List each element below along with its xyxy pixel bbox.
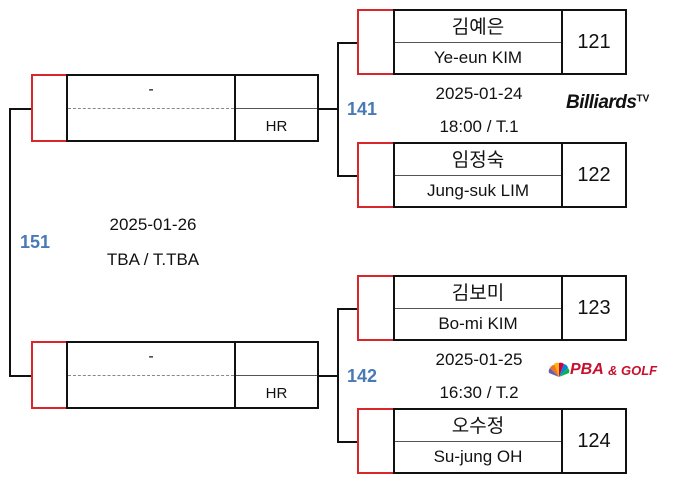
bracket-line <box>318 108 338 110</box>
billiards-tv-logo: BilliardsTV <box>566 92 666 120</box>
match-date-142: 2025-01-25 <box>435 350 523 369</box>
player-name-english: Jung-suk LIM <box>426 181 530 200</box>
player-seed-box <box>561 275 627 341</box>
bracket-line <box>9 375 33 377</box>
bracket-line <box>337 441 359 443</box>
semi-slot-marker <box>31 341 66 409</box>
divider <box>395 308 561 309</box>
semi-slot-marker <box>31 74 66 142</box>
bracket-line <box>337 175 359 177</box>
divider <box>395 441 561 442</box>
bracket-line <box>337 42 359 44</box>
match-date-141: 2025-01-24 <box>435 84 523 103</box>
bracket-line <box>9 108 11 377</box>
match-date-151: 2025-01-26 <box>109 215 197 234</box>
semi-top-name: - <box>148 81 154 98</box>
bracket-line <box>9 108 33 110</box>
divider <box>68 108 234 109</box>
golf-logo-text: & GOLF <box>608 363 658 378</box>
divider <box>395 42 561 43</box>
player-seed-box <box>561 142 627 208</box>
player-name-english: Su-jung OH <box>433 447 523 466</box>
bracket-line <box>337 308 359 310</box>
player-name-english: Bo-mi KIM <box>438 314 518 333</box>
match-number-142: 142 <box>347 366 378 386</box>
billiards-logo-text: Billiards <box>566 92 637 113</box>
peacock-icon <box>548 362 570 377</box>
player-seed-box <box>561 9 627 75</box>
player-name-english: Ye-eun KIM <box>433 48 523 67</box>
player-slot-marker <box>357 408 394 474</box>
divider <box>236 108 317 109</box>
bracket-line <box>337 308 339 443</box>
player-seed: 122 <box>577 164 611 186</box>
match-time-142: 16:30 / T.2 <box>439 383 519 402</box>
divider <box>236 375 317 376</box>
player-seed-box <box>561 408 627 474</box>
semi-top-name: - <box>148 348 154 365</box>
divider <box>68 375 234 376</box>
match-number-141: 141 <box>347 99 378 119</box>
player-seed: 123 <box>577 297 611 319</box>
divider <box>395 175 561 176</box>
player-seed: 121 <box>577 31 611 53</box>
match-number-151: 151 <box>20 232 51 252</box>
semi-score: HR <box>265 118 288 135</box>
match-time-141: 18:00 / T.1 <box>439 117 519 136</box>
pba-golf-logo: PBA & GOLF <box>548 360 676 382</box>
player-name-korean: 김예은 <box>451 17 505 38</box>
bracket-line <box>337 42 339 177</box>
player-name-korean: 김보미 <box>451 283 505 304</box>
pba-logo-text: PBA <box>570 361 604 378</box>
player-name-korean: 임정숙 <box>451 150 505 171</box>
player-slot-marker <box>357 9 394 75</box>
player-slot-marker <box>357 275 394 341</box>
player-slot-marker <box>357 142 394 208</box>
match-time-151: TBA / T.TBA <box>106 250 200 269</box>
billiards-logo-tv: TV <box>636 93 650 105</box>
player-seed: 124 <box>577 430 611 452</box>
semi-score: HR <box>265 385 288 402</box>
player-name-korean: 오수정 <box>451 416 505 437</box>
bracket-line <box>318 375 338 377</box>
